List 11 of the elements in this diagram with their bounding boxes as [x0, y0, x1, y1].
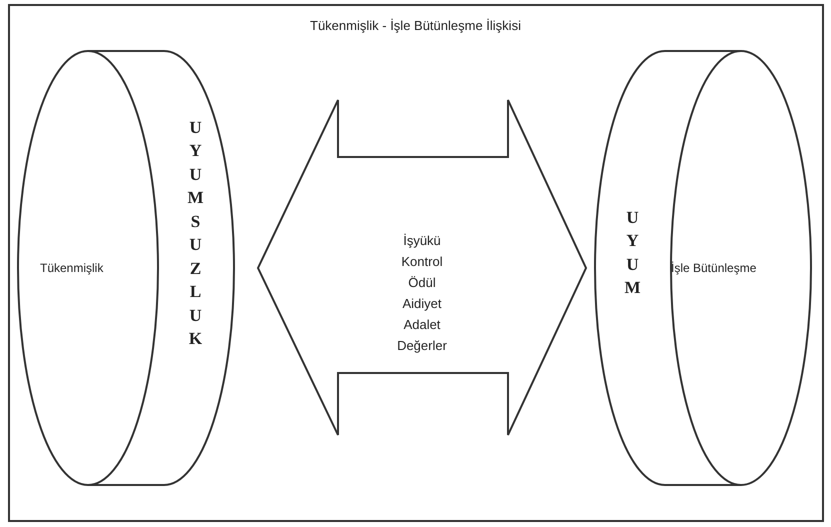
- diagram-title: Tükenmişlik - İşle Bütünleşme İlişkisi: [309, 17, 522, 35]
- factor-label: Aidiyet: [402, 295, 442, 313]
- vertical-label: UYUM: [624, 207, 641, 300]
- factor-label: İşyükü: [403, 232, 441, 250]
- factor-label: Ödül: [408, 274, 436, 292]
- disk-label: Tükenmişlik: [40, 260, 104, 277]
- vertical-label: UYUMSUZLUK: [187, 117, 204, 350]
- factor-label: Değerler: [397, 337, 447, 355]
- disk-label: İşle Bütünleşme: [671, 260, 756, 277]
- factor-label: Adalet: [404, 316, 440, 334]
- factor-label: Kontrol: [401, 253, 443, 271]
